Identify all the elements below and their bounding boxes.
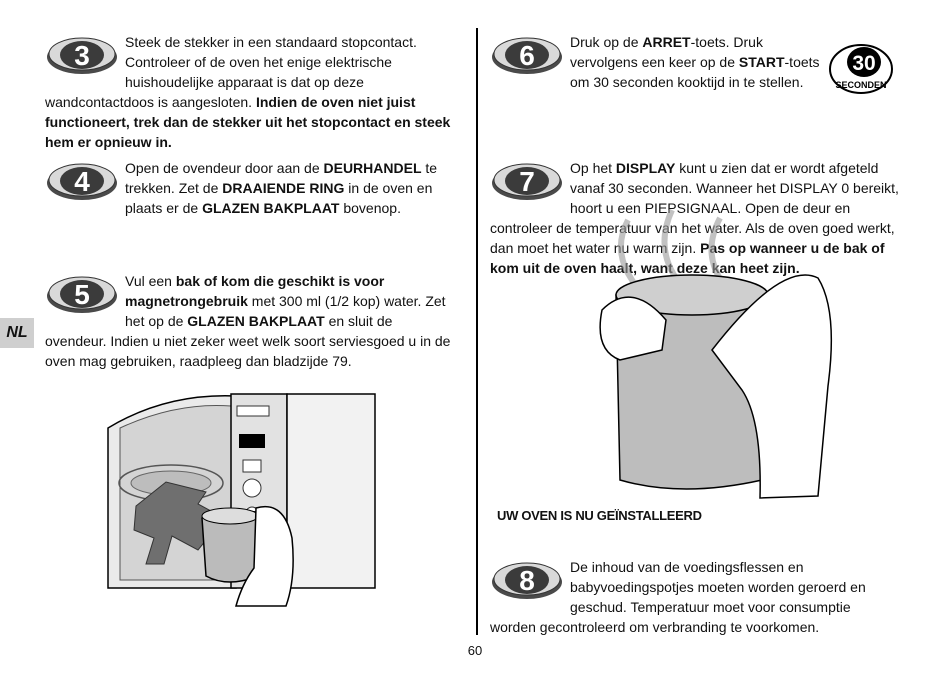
step-number: 4 [74,166,90,197]
body-text: Op het [570,160,616,176]
body-text: met 300 ml (1/2 kop) water. Zet het op d… [125,293,446,329]
seconds-badge-label: SECONDEN [835,80,886,90]
step-number: 5 [74,279,90,310]
body-text: in de oven en plaats er de [125,180,433,216]
step-5-text: 5 Vul een bak of kom die geschikt is voor… [45,271,455,371]
seconds-badge-number: 30 [852,52,875,75]
step-number: 3 [74,40,90,71]
step-6-text: 6 Druk op de ARRET-toets. Druk vervolgens… [490,32,825,92]
body-text: bovenop. [339,200,401,216]
body-text: te trekken. Zet de [125,160,438,196]
emphasis-text: ARRET [642,34,691,50]
step-number-badge-icon: 6 [492,37,562,74]
emphasis-text: Pas op wanneer u de bak of kom uit de ov… [490,240,885,276]
body-text: Druk op de [570,34,643,50]
emphasis-text: GLAZEN BAKPLAAT [202,200,340,216]
body-text: Steek de stekker in een standaard stopco… [45,34,417,110]
step-number-badge-icon: 8 [492,562,562,599]
emphasis-text: DISPLAY [615,160,676,176]
emphasis-text: DEURHANDEL [323,160,422,176]
step-6: 6 Druk op de ARRET-toets. Druk vervolgens… [490,32,825,92]
emphasis-text: Indien de oven niet juist functioneert, … [45,94,451,150]
step-number-badge-icon: 3 [47,37,117,74]
emphasis-text: bak of kom die geschikt is voor magnetro… [125,273,385,309]
page-number: 60 [467,643,483,658]
seconds-badge-icon: 30 SECONDEN [829,44,893,94]
emphasis-text: START [738,54,785,70]
step-number-badge-icon: 7 [492,163,562,200]
step-7: 7 Op het DISPLAY kunt u zien dat er wordt… [490,158,910,278]
step-7-text: 7 Op het DISPLAY kunt u zien dat er wordt… [490,158,910,278]
language-tab: NL [0,318,34,348]
step-number: 6 [519,40,535,71]
body-text: -toets om 30 seconden kooktijd in te ste… [570,54,820,90]
body-text: -toets. Druk vervolgens een keer op de [570,34,763,70]
body-text: en sluit de ovendeur. Indien u niet zeke… [45,313,451,369]
hot-cup-illustration [599,208,833,499]
step-4-text: 4 Open de ovendeur door aan de DEURHANDEL… [45,158,455,218]
body-text: Open de ovendeur door aan de [125,160,324,176]
emphasis-text: GLAZEN BAKPLAAT [187,313,325,329]
step-5: 5 Vul een bak of kom die geschikt is voor… [45,271,455,371]
body-text: kunt u zien dat er wordt afgeteld vanaf … [490,160,899,256]
body-text: Vul een [125,273,176,289]
emphasis-text: DRAAIENDE RING [222,180,345,196]
step-number-badge-icon: 5 [47,276,117,313]
step-4: 4 Open de ovendeur door aan de DEURHANDEL… [45,158,455,218]
microwave-illustration [107,393,376,607]
step-number: 7 [519,166,535,197]
step-number-badge-icon: 4 [47,163,117,200]
column-divider [476,28,478,635]
installed-heading: UW OVEN IS NU GEÏNSTALLEERD [497,508,702,523]
step-number: 8 [519,565,535,596]
body-text: De inhoud van de voedingsflessen en baby… [490,559,866,635]
